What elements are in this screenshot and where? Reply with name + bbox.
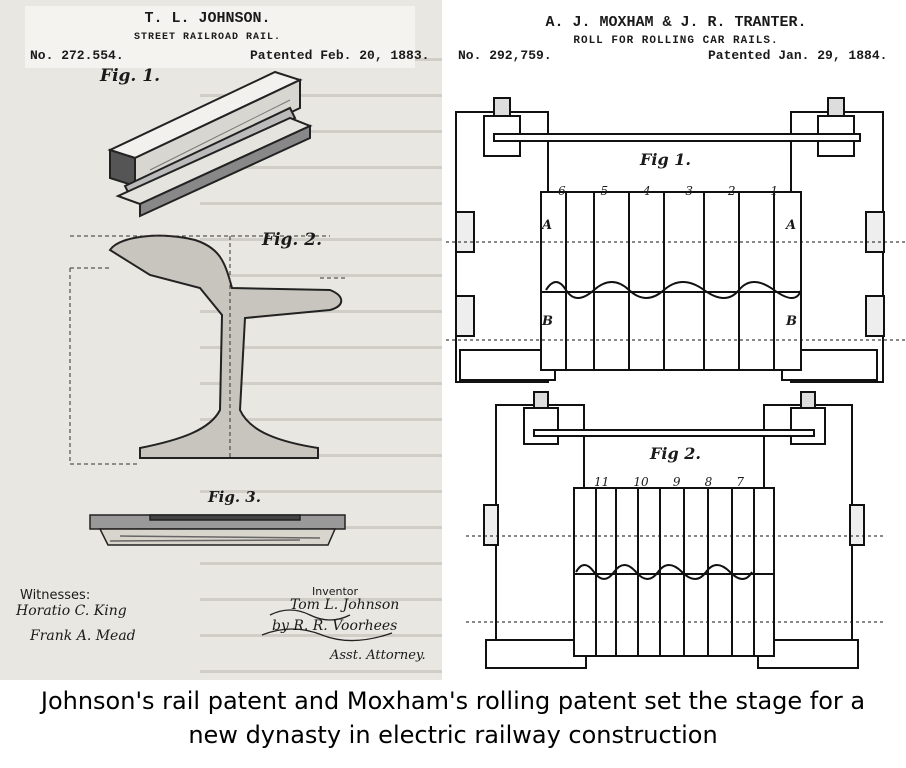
agent-signature: by R. R. Voorhees [272,618,398,634]
roll-number: 10 [633,475,649,489]
fig2-housing-right [757,391,865,669]
left-fig2-label: Fig. 2. [262,230,322,250]
moxham-patent-sheet: A. J. MOXHAM & J. R. TRANTER. ROLL FOR R… [446,0,906,680]
fig1-roll-numbers: 6 5 4 3 2 1 [558,184,778,198]
rail-cross-section [69,234,345,465]
right-patent-number: No. 292,759. [458,48,552,63]
caption-line-2: new dynasty in electric railway construc… [188,721,718,749]
right-title: ROLL FOR ROLLING CAR RAILS. [573,35,779,47]
right-patent-date: Patented Jan. 29, 1884. [708,48,888,63]
rail-in-pavement [89,514,346,546]
left-drawings [69,70,393,642]
signature-strokes [261,609,393,642]
label-a-right: A [786,218,797,233]
roll-number: 2 [727,184,736,198]
left-title: STREET RAILROAD RAIL. [133,32,282,43]
left-patent-number: No. 272.554. [30,48,124,63]
johnson-patent-sheet: T. L. JOHNSON. STREET RAILROAD RAIL. No.… [0,0,442,680]
fig1-rolls [540,191,802,371]
label-a-left: A [542,218,553,233]
witnesses-label: Witnesses: [20,588,91,603]
roll-number: 5 [600,184,609,198]
right-fig2-label: Fig 2. [650,444,701,463]
caption-line-1: Johnson's rail patent and Moxham's rolli… [40,687,866,715]
label-b-right: B [786,314,797,329]
label-b-left: B [542,314,553,329]
patent-header-panel [25,6,415,68]
roll-number: 6 [558,184,566,198]
roll-number: 3 [685,184,694,198]
fig1-tie-rod [493,133,861,142]
attorney-label: Asst. Attorney. [330,648,426,663]
fig2-tie-rod [533,429,815,437]
roll-number: 11 [594,475,610,489]
fig1-housing-right [781,97,885,383]
left-inventor: T. L. JOHNSON. [144,10,271,27]
roll-number: 4 [642,184,651,198]
inventor-signature: Tom L. Johnson [290,597,400,613]
fig2-roll-numbers: 11 10 9 8 7 [594,475,744,489]
left-fig1-label: Fig. 1. [100,66,160,86]
witness-signature-2: Frank A. Mead [30,628,136,644]
roll-number: 8 [704,475,713,489]
caption: Johnson's rail patent and Moxham's rolli… [0,684,906,752]
fig2-housing-left [483,391,587,669]
rail-perspective-drawing [107,70,313,218]
right-inventors: A. J. MOXHAM & J. R. TRANTER. [545,14,807,31]
axis-lines [446,241,906,623]
roll-number: 7 [736,475,744,489]
roll-stand-drawings [446,97,906,669]
roll-number: 9 [672,475,681,489]
right-fig1-label: Fig 1. [640,150,691,169]
left-patent-date: Patented Feb. 20, 1883. [250,48,430,63]
inventor-label: Inventor [312,585,359,598]
fig2-rolls [573,487,775,657]
witness-signature-1: Horatio C. King [16,603,127,619]
roll-number: 1 [770,184,778,198]
left-fig3-label: Fig. 3. [208,488,261,506]
